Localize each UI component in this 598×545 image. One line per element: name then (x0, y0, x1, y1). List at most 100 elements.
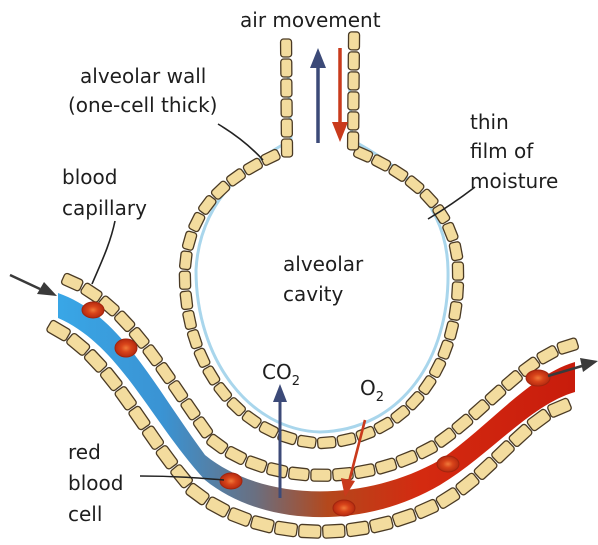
wall-cell (435, 487, 461, 510)
thin-film-label-3: moisture (470, 169, 558, 193)
o2-main: O (360, 376, 376, 400)
o2-arrow (341, 420, 365, 497)
wall-cell (348, 32, 359, 50)
wall-cell (452, 262, 463, 280)
wall-cell (449, 301, 463, 320)
wall-cell (348, 112, 359, 130)
wall-cell (258, 421, 279, 439)
red-blood-cell-label-1: red (68, 440, 101, 464)
wall-cell (202, 365, 221, 386)
wall-cell (155, 445, 179, 470)
wall-cell (451, 413, 474, 435)
wall-cell (556, 337, 579, 354)
air-in-arrowhead (310, 48, 326, 68)
wall-cell (281, 139, 292, 157)
co2-label: CO2 (262, 360, 300, 389)
red-blood-cell-label-2: blood (68, 471, 123, 495)
wall-cell (281, 59, 292, 77)
wall-cell (113, 310, 135, 333)
wall-cell (245, 455, 268, 473)
wall-cell (484, 384, 507, 406)
wall-cell (348, 92, 359, 110)
wall-cell (311, 469, 331, 481)
wall-cell (346, 521, 370, 537)
alveolar-wall-cells (179, 32, 463, 449)
alveolar-wall-label: alveolar wall (80, 64, 206, 88)
wall-cell (369, 516, 393, 534)
alveolar-wall-leader (218, 124, 263, 160)
wall-cell (179, 251, 192, 270)
co2-subscript: 2 (292, 374, 300, 389)
wall-cell (392, 508, 417, 527)
wall-cell (415, 440, 438, 460)
wall-cell (281, 79, 292, 97)
wall-cell (322, 524, 345, 538)
wall-cell (210, 180, 231, 200)
air-movement-label: air movement (240, 8, 381, 32)
flow-in-arrow (10, 275, 40, 289)
blood-capillary-label-2: capillary (62, 196, 147, 220)
wall-cell (250, 515, 275, 533)
wall-cell (99, 366, 123, 391)
red-blood-cell (526, 370, 550, 386)
wall-cell (288, 467, 309, 481)
wall-cell (348, 132, 359, 150)
red-blood-cell (437, 456, 459, 472)
wall-cell (260, 149, 281, 167)
wall-cell (354, 463, 376, 479)
wall-cell (197, 195, 217, 216)
alveolar-wall-sublabel: (one-cell thick) (68, 93, 217, 117)
wall-cell (128, 405, 151, 430)
wall-cell (206, 433, 229, 454)
thin-film-label-1: thin (470, 110, 509, 134)
wall-cell (348, 52, 359, 70)
red-blood-cell-label-3: cell (68, 502, 102, 526)
wall-cell (297, 435, 316, 449)
wall-cell (66, 332, 91, 356)
wall-cell (274, 521, 298, 537)
wall-cell (242, 157, 263, 176)
wall-cell (225, 168, 246, 187)
wall-cell (281, 99, 292, 117)
alveolar-cavity-label-1: alveolar (283, 252, 364, 276)
wall-cell (419, 188, 439, 209)
wall-cell (375, 458, 398, 475)
alveolar-cavity-label-2: cavity (283, 282, 343, 306)
wall-cell (141, 425, 164, 450)
wall-cell (455, 472, 480, 496)
wall-cell (61, 273, 84, 292)
wall-cell (444, 320, 459, 340)
wall-cell (429, 357, 447, 378)
wall-cell (193, 347, 210, 368)
red-blood-cell (333, 500, 355, 516)
wall-cell (213, 381, 233, 402)
wall-cell (434, 427, 457, 449)
wall-cell (182, 310, 197, 330)
wall-cell (185, 482, 210, 506)
wall-cell (452, 282, 464, 301)
blood-capillary-label-1: blood (62, 165, 117, 189)
wall-cell (46, 319, 72, 341)
co2-main: CO (262, 360, 292, 384)
wall-cell (83, 348, 108, 373)
wall-cell (266, 462, 288, 478)
wall-cell (167, 380, 188, 403)
wall-cell (281, 119, 292, 137)
wall-cell (536, 345, 559, 365)
red-blood-cell (115, 339, 137, 357)
wall-cell (317, 436, 336, 448)
wall-cell (205, 496, 231, 518)
wall-cell (449, 241, 463, 261)
wall-cell (500, 369, 523, 391)
wall-cell (468, 399, 491, 421)
air-movement-arrows (310, 48, 348, 143)
wall-cell (299, 524, 322, 538)
wall-cell (187, 329, 203, 350)
flow-out-arrowhead (580, 358, 598, 372)
capillary-leader (92, 221, 115, 284)
wall-cell (437, 339, 454, 360)
wall-cell (371, 154, 392, 172)
air-out-arrowhead (332, 122, 348, 142)
